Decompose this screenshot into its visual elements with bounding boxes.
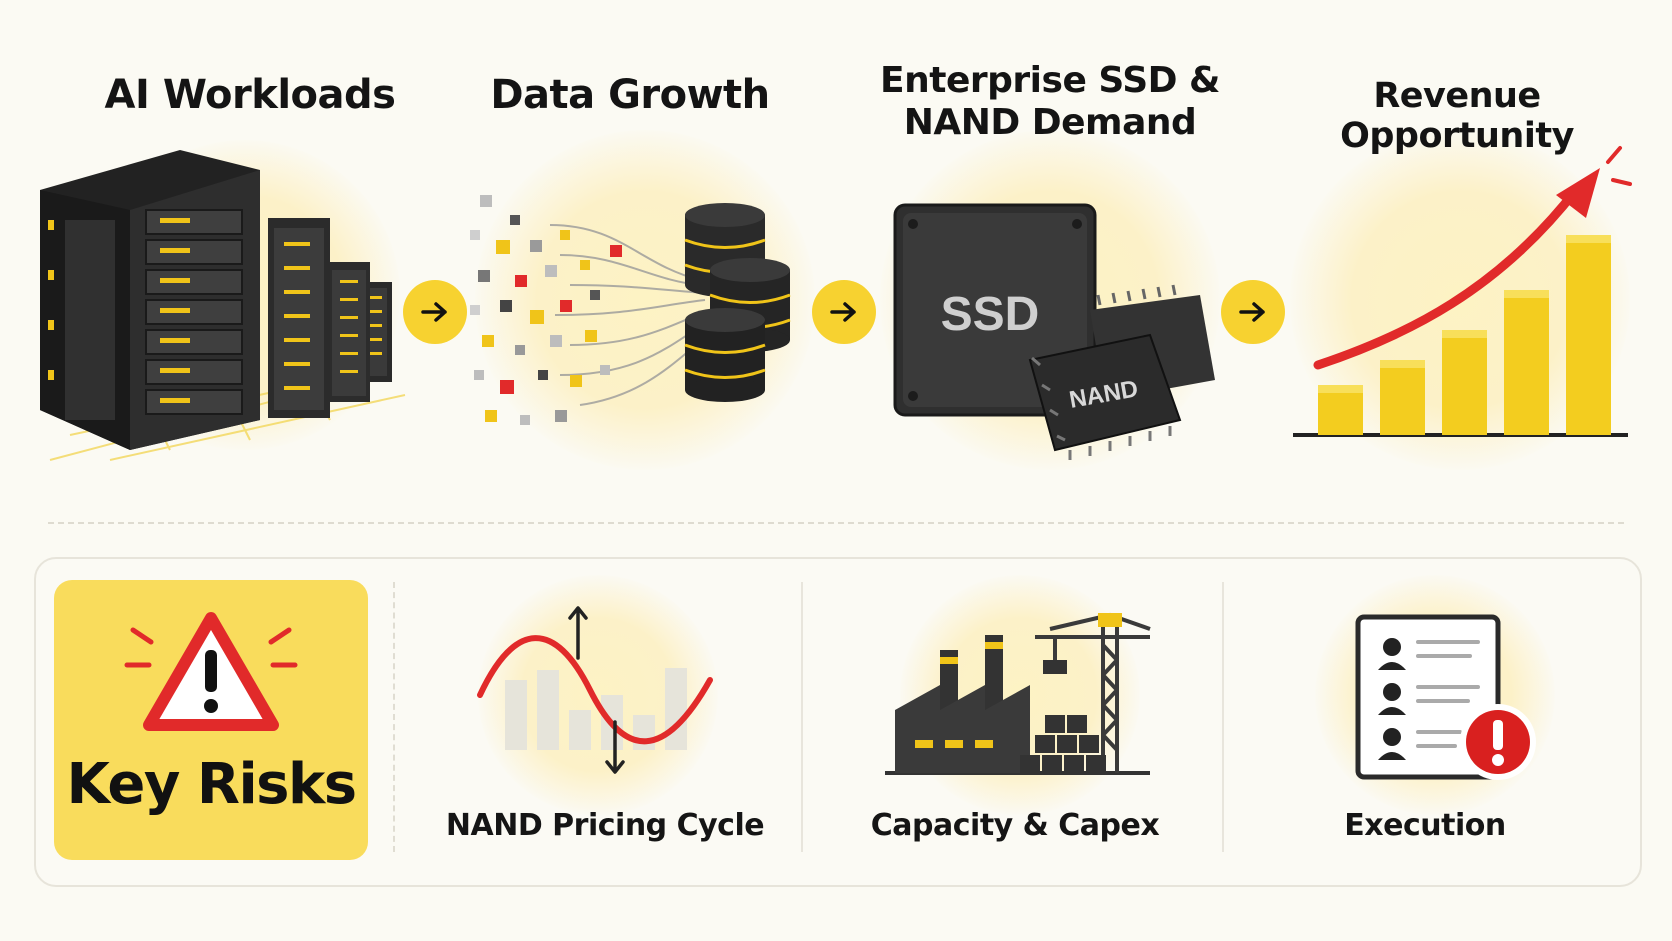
step-ssd-title-line1: Enterprise SSD & <box>880 60 1220 101</box>
risk-separator-1 <box>393 582 395 852</box>
step-data-title: Data Growth <box>490 72 770 118</box>
flow-arrow-3 <box>1221 280 1285 344</box>
flow-arrow-1 <box>403 280 467 344</box>
risk-separator-3 <box>1222 582 1224 852</box>
key-risks-title: Key Risks <box>66 752 357 817</box>
step-ssd-title: Enterprise SSD & NAND Demand <box>870 60 1230 144</box>
section-divider <box>48 522 1624 524</box>
factory-crane-icon <box>885 612 1151 775</box>
flow-arrow-2 <box>812 280 876 344</box>
checklist-alert-icon <box>1355 614 1536 780</box>
data-stream-icon <box>470 195 791 425</box>
risk-execution-label: Execution <box>1344 808 1506 843</box>
revenue-growth-icon <box>1293 146 1632 437</box>
risk-pricing-label: NAND Pricing Cycle <box>445 808 765 843</box>
step-ssd-title-line2: NAND Demand <box>903 102 1197 143</box>
ssd-label: SSD <box>941 288 1040 341</box>
risk-capacity-label: Capacity & Capex <box>870 808 1160 843</box>
server-rack-icon <box>40 150 406 461</box>
step-ai-title: AI Workloads <box>104 72 396 118</box>
arrow-right-icon <box>830 302 856 322</box>
arrow-right-icon <box>1239 302 1265 322</box>
key-risks-card: Key Risks <box>54 580 368 860</box>
step-revenue-title: Revenue Opportunity <box>1340 76 1574 156</box>
pricing-cycle-icon <box>477 606 713 774</box>
arrow-right-icon <box>421 302 447 322</box>
risk-separator-2 <box>801 582 803 852</box>
warning-icon <box>124 612 298 731</box>
nand-chip-icon: NAND <box>1028 284 1215 460</box>
